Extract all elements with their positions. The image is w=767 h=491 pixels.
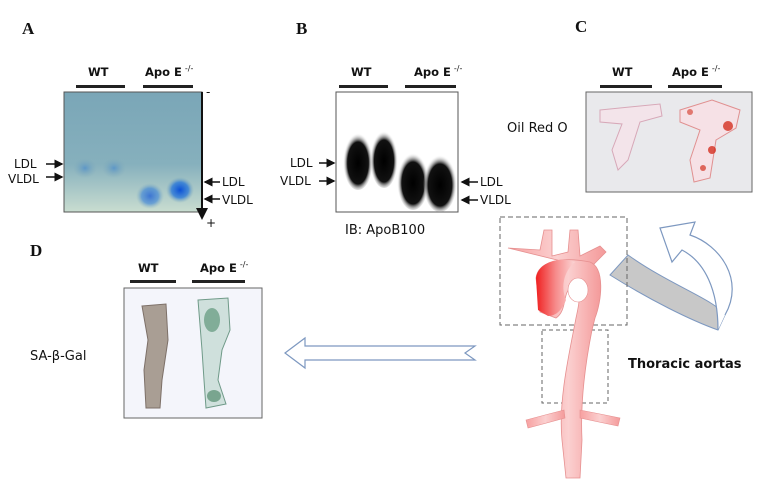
- left-ldl-label: LDL: [290, 156, 313, 170]
- group-label-apoe: Apo E-/-: [672, 64, 720, 79]
- gel-band: [73, 158, 97, 178]
- renal-branch: [579, 409, 621, 427]
- panel-d-letter: D: [30, 241, 42, 260]
- stain-label-sa-beta-gal: SA-β-Gal: [30, 349, 86, 364]
- gel-band: [102, 158, 126, 178]
- right-vldl-label: VLDL: [222, 193, 253, 207]
- left-ldl-label: LDL: [14, 157, 37, 171]
- blot-band: [343, 130, 373, 190]
- group-bar-wt: [130, 280, 176, 283]
- group-label-wt: WT: [88, 65, 109, 79]
- group-bar-apoe: [143, 85, 193, 88]
- group-bar-wt: [339, 85, 388, 88]
- lesion: [700, 165, 706, 171]
- left-arrow-icon: [284, 336, 477, 370]
- aorta-sample-wt: [599, 103, 663, 171]
- right-ldl-label: LDL: [222, 175, 245, 189]
- gel-band: [166, 177, 194, 203]
- panel-a-letter: A: [22, 19, 35, 38]
- blot-band: [423, 152, 457, 212]
- blot-band: [370, 128, 398, 188]
- left-vldl-label: VLDL: [280, 174, 311, 188]
- panel-d: D WT Apo E-/- SA-β-Gal: [30, 241, 263, 419]
- group-label-apoe: Apo E-/-: [414, 64, 462, 79]
- aorta-sample-apoe: [679, 99, 741, 183]
- group-label-wt: WT: [612, 65, 633, 79]
- group-bar-apoe: [405, 85, 456, 88]
- right-vldl-label: VLDL: [480, 193, 511, 207]
- group-bar-wt: [600, 85, 652, 88]
- stain-region: [207, 390, 221, 402]
- aortic-arch: [536, 259, 575, 316]
- thoracic-aortas-label: Thoracic aortas: [628, 357, 742, 372]
- group-label-apoe: Apo E-/-: [145, 64, 193, 79]
- group-label-wt: WT: [351, 65, 372, 79]
- group-bar-wt: [76, 85, 125, 88]
- blot-caption: IB: ApoB100: [345, 223, 425, 238]
- lesion: [723, 121, 733, 131]
- group-bar-apoe: [668, 85, 722, 88]
- panel-b-letter: B: [296, 19, 307, 38]
- right-ldl-label: LDL: [480, 175, 503, 189]
- panel-a: A WT Apo E-/- - + LDL VLDL LDL VLDL: [8, 19, 253, 230]
- pole-negative: -: [206, 85, 210, 99]
- aorta-sample-wt: [141, 303, 169, 409]
- lesion: [708, 146, 716, 154]
- renal-branch: [525, 409, 566, 429]
- stain-region: [204, 308, 220, 332]
- lesion: [687, 109, 693, 115]
- panel-c: C WT Apo E-/- Oil Red O: [507, 17, 753, 193]
- stain-label-oil-red-o: Oil Red O: [507, 121, 568, 136]
- arch-lumen: [567, 277, 589, 303]
- gel-band: [136, 183, 164, 209]
- group-bar-apoe: [192, 280, 245, 283]
- pole-positive: +: [206, 216, 216, 230]
- arch-branches: [507, 229, 607, 269]
- panel-c-letter: C: [575, 17, 587, 36]
- group-label-apoe: Apo E-/-: [200, 260, 248, 275]
- left-vldl-label: VLDL: [8, 172, 39, 186]
- panel-b: B WT Apo E-/- LDL VLDL LDL VLDL IB: ApoB…: [280, 19, 511, 238]
- aortic-arch-box: [499, 216, 628, 326]
- aorta-diagram: Thoracic aortas: [499, 216, 742, 479]
- blot-band: [397, 150, 429, 210]
- curved-arrow-icon: [609, 221, 733, 331]
- group-label-wt: WT: [138, 261, 159, 275]
